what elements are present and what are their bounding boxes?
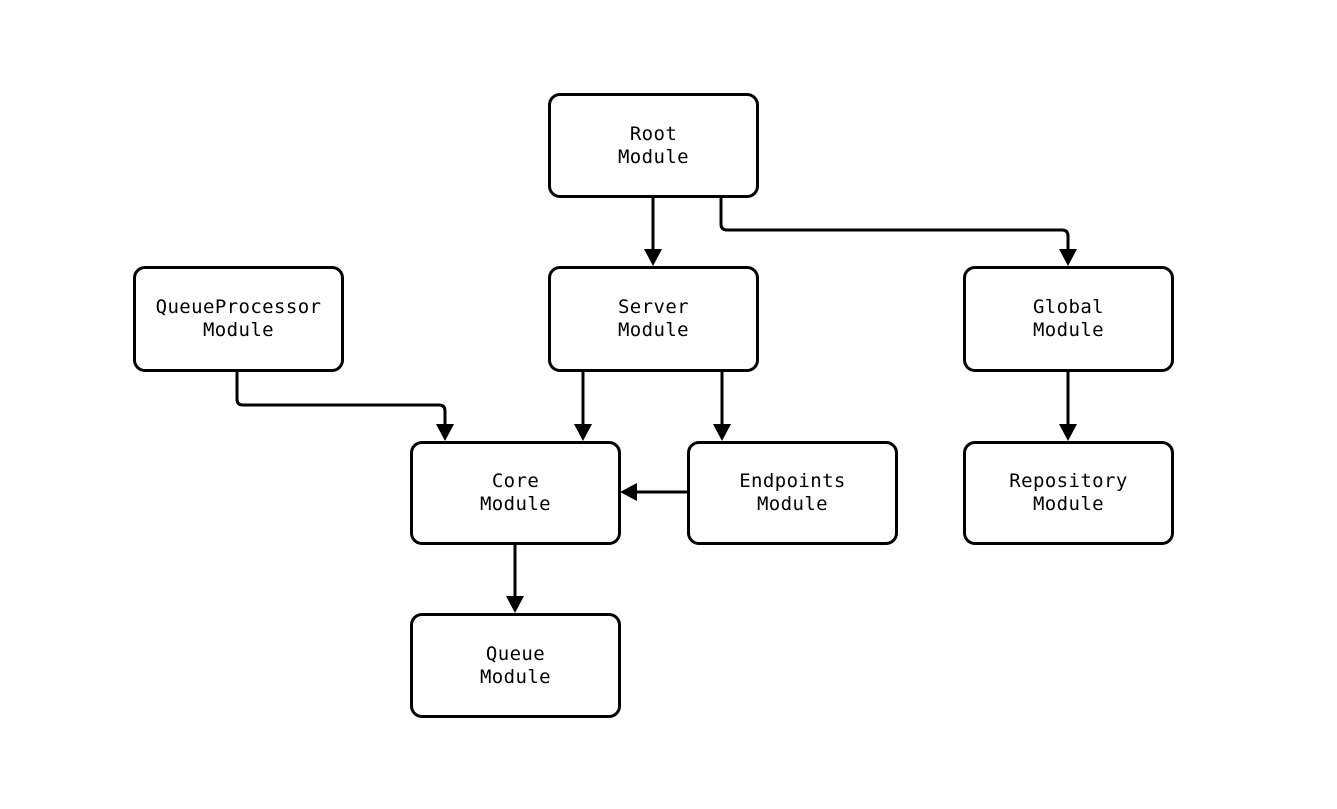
node-repository-line2: Module bbox=[1032, 493, 1105, 515]
node-queue-line2: Module bbox=[479, 665, 552, 688]
node-repository-line1: Repository bbox=[1009, 470, 1128, 492]
node-global-line2: Module bbox=[1032, 319, 1105, 341]
arrowhead-root-to-server bbox=[644, 249, 662, 266]
node-repository[interactable]: Repository Module bbox=[963, 441, 1174, 545]
arrowhead-server-to-core bbox=[574, 424, 592, 441]
node-server-line1: Server bbox=[617, 296, 690, 318]
arrowhead-root-to-global bbox=[1059, 249, 1077, 266]
node-endpoints-line2: Module bbox=[756, 493, 829, 515]
arrowhead-global-to-repository bbox=[1059, 424, 1077, 441]
node-server-line2: Module bbox=[617, 319, 690, 341]
arrowhead-queueprocessor-to-core bbox=[436, 424, 454, 441]
node-endpoints[interactable]: Endpoints Module bbox=[687, 441, 898, 545]
node-root-line1: Root bbox=[629, 122, 678, 145]
node-queue-line1: Queue bbox=[485, 642, 546, 665]
node-queue[interactable]: Queue Module bbox=[410, 613, 621, 718]
arrowhead-endpoints-to-core bbox=[620, 483, 637, 501]
node-queueprocessor[interactable]: QueueProcessor Module bbox=[133, 266, 344, 372]
node-core[interactable]: Core Module bbox=[410, 441, 621, 545]
node-root-line2: Module bbox=[617, 145, 690, 168]
node-global-line1: Global bbox=[1032, 296, 1105, 318]
node-global[interactable]: Global Module bbox=[963, 266, 1174, 372]
edge-queueprocessor-to-core bbox=[235, 372, 447, 433]
node-server[interactable]: Server Module bbox=[548, 266, 759, 372]
arrowhead-core-to-queue bbox=[506, 596, 524, 613]
node-queueprocessor-line2: Module bbox=[202, 319, 275, 341]
node-core-line2: Module bbox=[479, 493, 552, 515]
node-queueprocessor-line1: QueueProcessor bbox=[155, 296, 322, 318]
node-root[interactable]: Root Module bbox=[548, 93, 759, 198]
node-endpoints-line1: Endpoints bbox=[739, 470, 846, 492]
node-core-line1: Core bbox=[491, 470, 540, 492]
arrowhead-server-to-endpoints bbox=[713, 424, 731, 441]
edge-root-to-global bbox=[719, 198, 1070, 258]
